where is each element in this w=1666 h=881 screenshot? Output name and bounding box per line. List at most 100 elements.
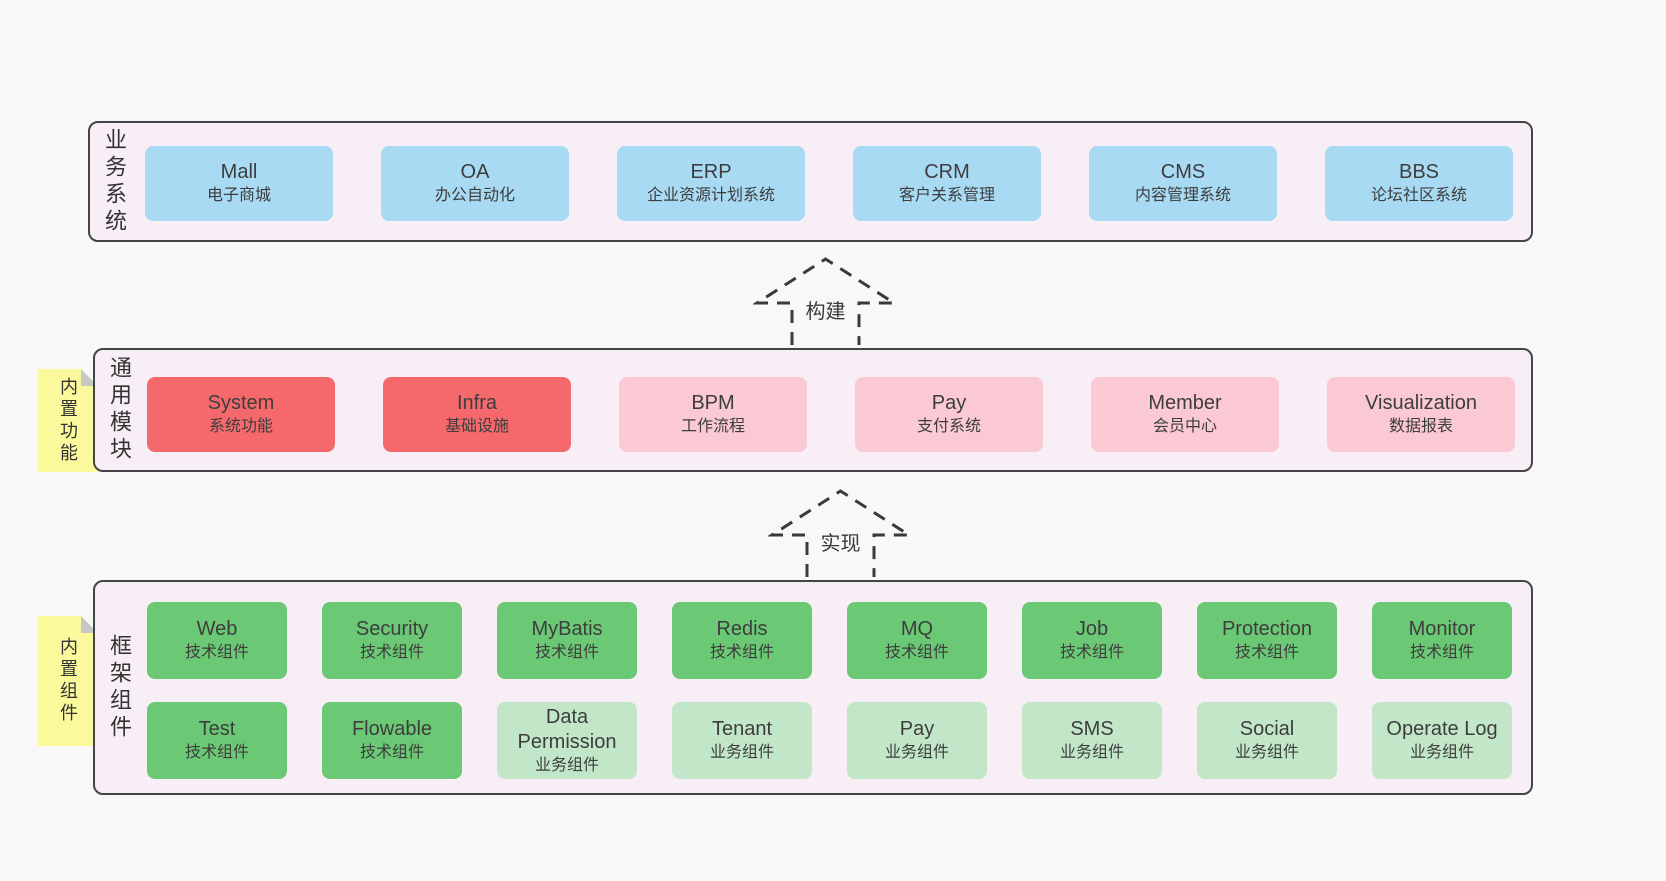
box-pay-component: Pay 业务组件 [847, 702, 987, 779]
box-desc: 技术组件 [359, 644, 424, 661]
box-system: System 系统功能 [147, 377, 335, 452]
box-name: Flowable [351, 718, 433, 740]
box-name: Pay [899, 718, 935, 740]
box-flowable: Flowable 技术组件 [322, 702, 462, 779]
box-desc: 技术组件 [184, 644, 249, 661]
box-desc: 论坛社区系统 [1370, 187, 1467, 204]
band-business-systems: 业务系统 Mall 电子商城 OA 办公自动化 ERP 企业资源计划系统 CRM… [88, 121, 1533, 242]
box-name: Protection [1221, 618, 1313, 640]
box-desc: 工作流程 [680, 418, 745, 435]
sticky-note-text: 内置组件 [58, 637, 78, 725]
box-operate-log: Operate Log 业务组件 [1372, 702, 1512, 779]
box-desc: 数据报表 [1388, 418, 1453, 435]
box-name: Web [196, 618, 238, 640]
up-arrow-icon [753, 257, 898, 345]
box-desc: 办公自动化 [434, 187, 515, 204]
up-arrow-icon [768, 489, 913, 577]
box-redis: Redis 技术组件 [672, 602, 812, 679]
arrow-build: 构建 [753, 255, 898, 345]
box-visualization: Visualization 数据报表 [1327, 377, 1515, 452]
band-label-common-modules: 通用模块 [107, 356, 132, 464]
box-oa: OA 办公自动化 [381, 146, 569, 221]
box-pay-module: Pay 支付系统 [855, 377, 1043, 452]
box-mall: Mall 电子商城 [145, 146, 333, 221]
box-name: Security [355, 618, 429, 640]
sticky-note-text: 内置功能 [58, 376, 78, 465]
components-row-2: Test 技术组件 Flowable 技术组件 Data Permission … [147, 702, 1512, 779]
box-desc: 电子商城 [206, 187, 271, 204]
box-member: Member 会员中心 [1091, 377, 1279, 452]
band-label-business-systems: 业务系统 [102, 127, 127, 236]
sticky-note-builtin-features: 内置功能 [38, 369, 98, 472]
box-name: Test [198, 718, 236, 740]
box-name: System [207, 392, 275, 414]
box-desc: 业务组件 [1059, 744, 1124, 761]
box-sms: SMS 业务组件 [1022, 702, 1162, 779]
box-protection: Protection 技术组件 [1197, 602, 1337, 679]
box-desc: 支付系统 [916, 418, 981, 435]
box-desc: 企业资源计划系统 [646, 187, 775, 204]
modules-box-row: System 系统功能 Infra 基础设施 BPM 工作流程 Pay 支付系统… [147, 377, 1515, 452]
box-name: Job [1075, 618, 1109, 640]
box-name: Member [1148, 392, 1222, 414]
box-bpm: BPM 工作流程 [619, 377, 807, 452]
box-desc: 技术组件 [884, 644, 949, 661]
box-desc: 客户关系管理 [898, 187, 995, 204]
box-crm: CRM 客户关系管理 [853, 146, 1041, 221]
box-desc: 会员中心 [1152, 418, 1217, 435]
box-social: Social 业务组件 [1197, 702, 1337, 779]
box-desc: 内容管理系统 [1134, 187, 1231, 204]
box-name: Pay [931, 392, 967, 414]
box-desc: 技术组件 [1234, 644, 1299, 661]
box-name: MQ [900, 618, 934, 640]
box-desc: 业务组件 [1234, 744, 1299, 761]
box-name: Infra [456, 392, 498, 414]
box-desc: 系统功能 [208, 418, 273, 435]
band-framework-components: 框架组件 Web 技术组件 Security 技术组件 MyBatis 技术组件… [93, 580, 1533, 795]
sticky-note-builtin-components: 内置组件 [38, 616, 98, 746]
box-name: Data Permission [517, 705, 617, 753]
band-common-modules: 通用模块 System 系统功能 Infra 基础设施 BPM 工作流程 Pay… [93, 348, 1533, 472]
box-tenant: Tenant 业务组件 [672, 702, 812, 779]
box-infra: Infra 基础设施 [383, 377, 571, 452]
arrow-build-label: 构建 [802, 295, 849, 324]
box-name: Monitor [1408, 618, 1476, 640]
box-desc: 技术组件 [709, 644, 774, 661]
box-name: OA [460, 161, 490, 183]
box-bbs: BBS 论坛社区系统 [1325, 146, 1513, 221]
box-desc: 技术组件 [534, 644, 599, 661]
box-name: MyBatis [531, 618, 603, 640]
box-name: CMS [1160, 161, 1206, 183]
box-name: Mall [220, 161, 258, 183]
box-desc: 业务组件 [709, 744, 774, 761]
box-name: ERP [690, 161, 732, 183]
box-name: Operate Log [1386, 718, 1498, 740]
box-desc: 技术组件 [184, 744, 249, 761]
box-cms: CMS 内容管理系统 [1089, 146, 1277, 221]
arrow-implement-label: 实现 [817, 527, 864, 556]
box-test: Test 技术组件 [147, 702, 287, 779]
box-job: Job 技术组件 [1022, 602, 1162, 679]
box-mq: MQ 技术组件 [847, 602, 987, 679]
components-row-1: Web 技术组件 Security 技术组件 MyBatis 技术组件 Redi… [147, 602, 1512, 679]
box-name: SMS [1070, 718, 1114, 740]
box-desc: 技术组件 [359, 744, 424, 761]
box-name: Redis [716, 618, 768, 640]
box-desc: 技术组件 [1059, 644, 1124, 661]
box-name: CRM [924, 161, 970, 183]
box-mybatis: MyBatis 技术组件 [497, 602, 637, 679]
box-desc: 业务组件 [1409, 744, 1474, 761]
box-name: BPM [691, 392, 735, 414]
box-name: Visualization [1365, 392, 1477, 414]
box-erp: ERP 企业资源计划系统 [617, 146, 805, 221]
box-desc: 业务组件 [884, 744, 949, 761]
box-name: Tenant [711, 718, 773, 740]
box-name: Social [1239, 718, 1295, 740]
box-security: Security 技术组件 [322, 602, 462, 679]
box-desc: 技术组件 [1409, 644, 1474, 661]
box-monitor: Monitor 技术组件 [1372, 602, 1512, 679]
box-data-permission: Data Permission 业务组件 [497, 702, 637, 779]
box-desc: 基础设施 [444, 418, 509, 435]
box-name: BBS [1398, 161, 1440, 183]
